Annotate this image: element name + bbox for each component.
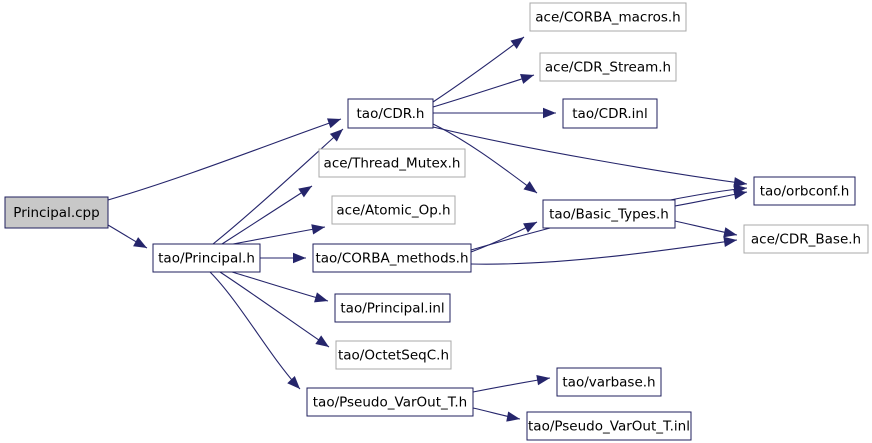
node-label-tao_varbase_h: tao/varbase.h: [562, 375, 655, 391]
node-label-ace_cdr_stream_h: ace/CDR_Stream.h: [545, 60, 671, 76]
edge-tao_principal_h-to-tao_pseudo_varout_t_h: [209, 271, 301, 390]
arrowhead-tao_principal_h-to-tao_cdr_h: [329, 129, 343, 142]
node-label-ace_cdr_base_h: ace/CDR_Base.h: [751, 232, 861, 248]
node-box-tao_orbconf_h[interactable]: [753, 176, 856, 206]
node-label-tao_corba_methods_h: tao/CORBA_methods.h: [315, 251, 468, 267]
node-label-ace_thread_mutex_h: ace/Thread_Mutex.h: [324, 156, 461, 172]
edge-tao_corba_methods_h-to-ace_cdr_base_h: [470, 239, 738, 265]
node-tao_cdr_inl[interactable]: tao/CDR.inl: [562, 98, 658, 129]
arrowhead-tao_basic_types_h-to-ace_cdr_base_h: [723, 227, 737, 238]
node-tao_basic_types_h[interactable]: tao/Basic_Types.h: [542, 199, 676, 229]
edge-tao_principal_h-to-ace_atomic_op_h: [232, 226, 326, 245]
edge-tao_cdr_h-to-ace_cdr_stream_h: [432, 74, 535, 108]
node-label-ace_corba_macros_h: ace/CORBA_macros.h: [535, 10, 680, 26]
arrowhead-principal_cpp-to-tao_principal_h: [133, 237, 147, 248]
node-label-tao_orbconf_h: tao/orbconf.h: [760, 184, 850, 200]
arrowhead-tao_principal_h-to-ace_atomic_op_h: [311, 224, 325, 235]
arrowhead-tao_cdr_h-to-ace_corba_macros_h: [510, 37, 524, 49]
node-box-ace_cdr_stream_h[interactable]: [539, 52, 677, 82]
node-ace_cdr_base_h[interactable]: ace/CDR_Base.h: [743, 224, 869, 254]
edge-tao_principal_h-to-tao_principal_inl: [231, 271, 329, 302]
edge-tao_principal_h-to-tao_cdr_h: [212, 128, 344, 245]
arrowhead-tao_cdr_h-to-tao_orbconf_h: [733, 177, 747, 188]
node-tao_pseudo_varout_t_inl[interactable]: tao/Pseudo_VarOut_T.inl: [526, 411, 692, 441]
node-box-tao_octetseqc_h[interactable]: [335, 340, 452, 370]
node-label-tao_principal_inl: tao/Principal.inl: [340, 301, 444, 317]
node-ace_cdr_stream_h[interactable]: ace/CDR_Stream.h: [539, 52, 677, 82]
node-box-ace_thread_mutex_h[interactable]: [318, 148, 466, 178]
node-box-principal_cpp[interactable]: [4, 196, 109, 229]
node-box-ace_corba_macros_h[interactable]: [529, 2, 687, 32]
edge-tao_principal_h-to-tao_octetseqc_h: [219, 271, 330, 348]
node-box-tao_principal_inl[interactable]: [334, 293, 451, 323]
node-box-tao_principal_h[interactable]: [152, 243, 261, 273]
edges-layer: [107, 36, 748, 422]
node-box-ace_cdr_base_h[interactable]: [743, 224, 869, 254]
arrowhead-tao_cdr_h-to-tao_cdr_inl: [543, 107, 556, 119]
node-box-tao_varbase_h[interactable]: [556, 367, 662, 397]
node-box-tao_pseudo_varout_t_inl[interactable]: [526, 411, 692, 441]
node-tao_principal_inl[interactable]: tao/Principal.inl: [334, 293, 451, 323]
node-box-tao_corba_methods_h[interactable]: [312, 243, 472, 273]
node-principal_cpp[interactable]: Principal.cpp: [4, 196, 109, 229]
node-ace_atomic_op_h[interactable]: ace/Atomic_Op.h: [331, 195, 456, 225]
node-tao_principal_h[interactable]: tao/Principal.h: [152, 243, 261, 273]
arrowhead-tao_principal_h-to-tao_octetseqc_h: [315, 335, 329, 347]
arrowhead-tao_cdr_h-to-ace_cdr_stream_h: [520, 74, 534, 84]
arrowhead-tao_principal_h-to-tao_pseudo_varout_t_h: [287, 376, 300, 389]
node-tao_octetseqc_h[interactable]: tao/OctetSeqC.h: [335, 340, 452, 370]
node-tao_cdr_h[interactable]: tao/CDR.h: [347, 98, 434, 129]
arrowhead-tao_pseudo_varout_t_h-to-tao_pseudo_varout_t_inl: [506, 411, 520, 422]
node-label-principal_cpp: Principal.cpp: [13, 205, 99, 221]
nodes-layer: Principal.cpp tao/CDR.h ace/CORBA_macros.h…: [4, 2, 869, 441]
node-tao_orbconf_h[interactable]: tao/orbconf.h: [753, 176, 856, 206]
arrowhead-tao_corba_methods_h-to-ace_cdr_base_h: [723, 236, 737, 248]
node-label-tao_cdr_h: tao/CDR.h: [357, 106, 425, 122]
arrowhead-tao_principal_h-to-ace_thread_mutex_h: [298, 186, 312, 198]
arrowhead-tao_cdr_h-to-tao_basic_types_h: [523, 181, 537, 193]
edge-tao_principal_h-to-ace_thread_mutex_h: [221, 185, 313, 245]
node-box-tao_basic_types_h[interactable]: [542, 199, 676, 229]
node-tao_varbase_h[interactable]: tao/varbase.h: [556, 367, 662, 397]
node-label-tao_octetseqc_h: tao/OctetSeqC.h: [338, 348, 449, 364]
node-label-tao_cdr_inl: tao/CDR.inl: [572, 106, 647, 122]
node-label-ace_atomic_op_h: ace/Atomic_Op.h: [336, 203, 450, 219]
edge-principal_cpp-to-tao_cdr_h: [107, 118, 342, 201]
arrowhead-tao_corba_methods_h-to-tao_basic_types_h: [523, 222, 537, 233]
node-tao_corba_methods_h[interactable]: tao/CORBA_methods.h: [312, 243, 472, 273]
node-box-tao_cdr_inl[interactable]: [562, 98, 658, 129]
node-box-ace_atomic_op_h[interactable]: [331, 195, 456, 225]
node-label-tao_pseudo_varout_t_inl: tao/Pseudo_VarOut_T.inl: [528, 419, 690, 435]
node-tao_pseudo_varout_t_h[interactable]: tao/Pseudo_VarOut_T.h: [306, 387, 474, 417]
arrowhead-tao_basic_types_h-to-tao_orbconf_h: [733, 189, 747, 200]
node-ace_corba_macros_h[interactable]: ace/CORBA_macros.h: [529, 2, 687, 32]
node-label-tao_principal_h: tao/Principal.h: [158, 251, 255, 267]
arrowhead-tao_principal_h-to-tao_principal_inl: [314, 292, 328, 303]
arrowhead-tao_principal_h-to-tao_corba_methods_h: [293, 252, 306, 264]
node-ace_thread_mutex_h[interactable]: ace/Thread_Mutex.h: [318, 148, 466, 178]
node-label-tao_pseudo_varout_t_h: tao/Pseudo_VarOut_T.h: [313, 395, 467, 411]
node-label-tao_basic_types_h: tao/Basic_Types.h: [549, 207, 669, 223]
node-box-tao_cdr_h[interactable]: [347, 98, 434, 129]
node-box-tao_pseudo_varout_t_h[interactable]: [306, 387, 474, 417]
arrowhead-principal_cpp-to-tao_cdr_h: [327, 118, 341, 129]
edge-tao_cdr_h-to-tao_orbconf_h: [432, 126, 748, 185]
arrowhead-tao_pseudo_varout_t_h-to-tao_varbase_h: [536, 375, 550, 386]
